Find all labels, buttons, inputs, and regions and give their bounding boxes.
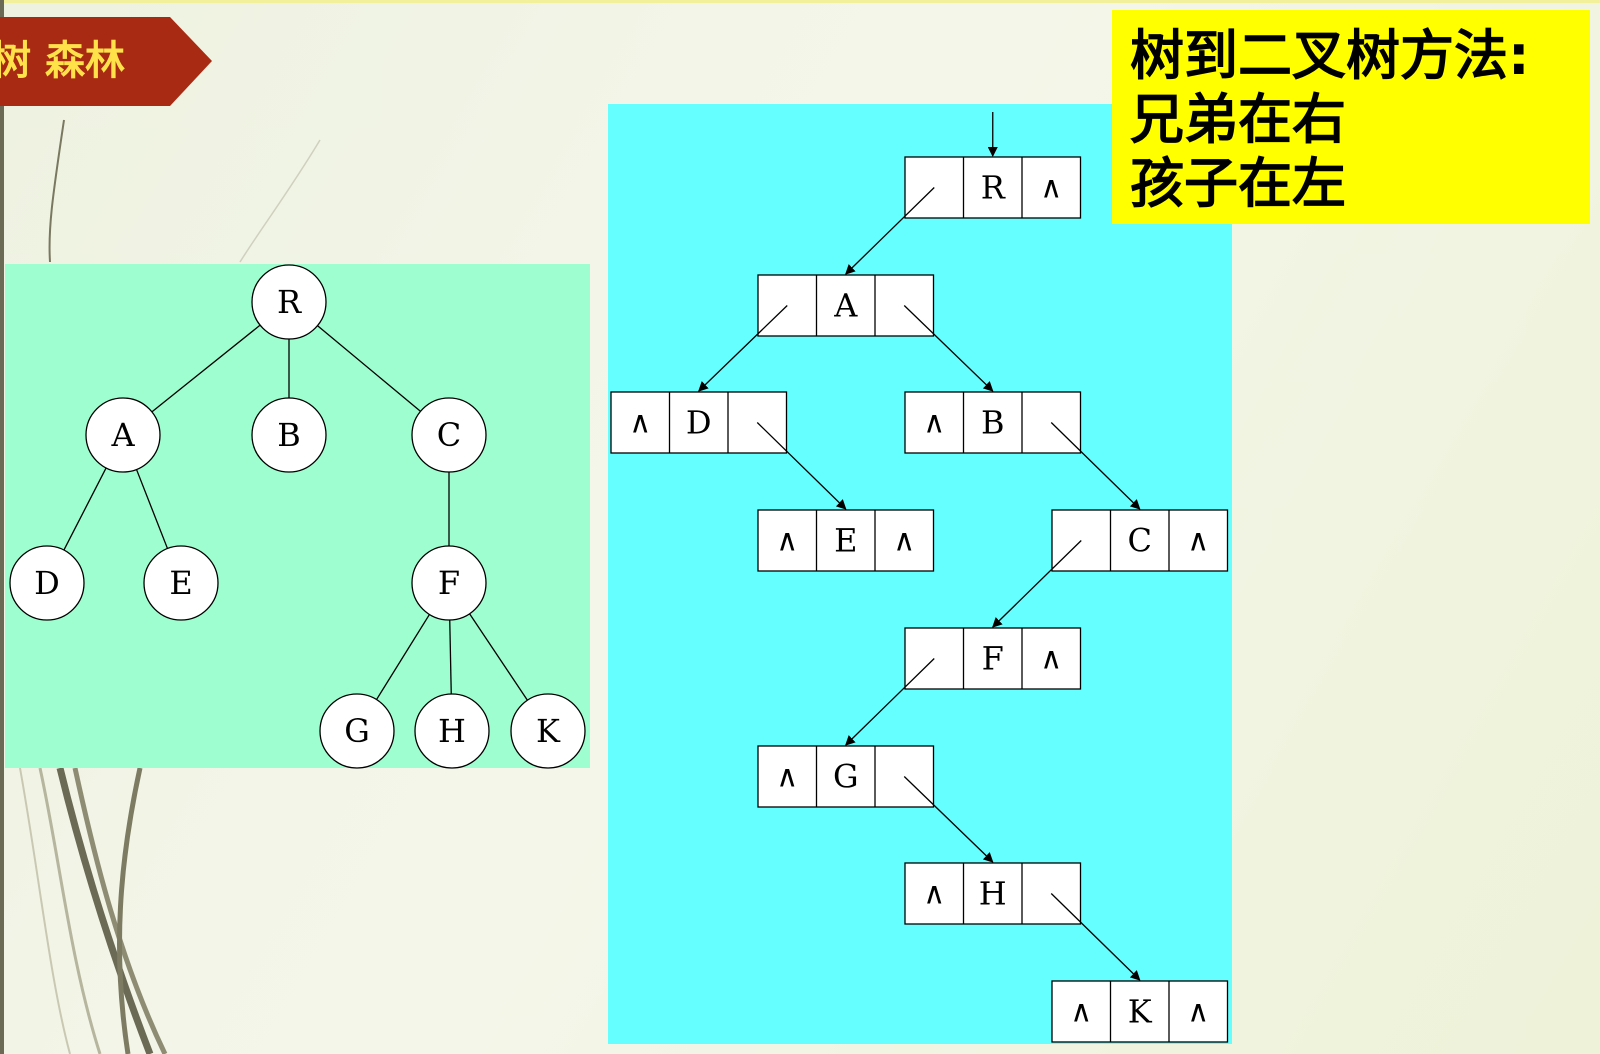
tree-node-label-a: A xyxy=(110,416,135,454)
general-tree-panel xyxy=(5,264,590,768)
tree-node-g xyxy=(319,693,395,769)
tree-node-r xyxy=(251,264,327,340)
tree-node-d xyxy=(9,545,85,621)
binary-node-k xyxy=(1051,980,1229,1043)
binary-node-data-f: F xyxy=(982,640,1004,678)
binary-node-e xyxy=(757,509,935,572)
tree-edge-r-c xyxy=(317,325,421,412)
pointer-arrow-f-left-g xyxy=(845,658,935,746)
tree-node-k xyxy=(510,693,586,769)
pointer-arrow-r-left-a xyxy=(845,187,935,275)
general-tree: R A B C D E F G H K xyxy=(9,264,586,769)
pointer-arrow-a-left-d xyxy=(698,305,788,392)
binary-node-data-a: A xyxy=(833,287,858,325)
null-pointer-left-b: ∧ xyxy=(923,406,945,441)
tree-edge-f-h xyxy=(449,619,452,695)
tree-node-label-h: H xyxy=(438,712,466,750)
pointer-arrow-c-left-f xyxy=(992,540,1082,628)
binary-node-data-g: G xyxy=(833,758,859,796)
tree-node-label-c: C xyxy=(437,416,461,454)
null-pointer-left-g: ∧ xyxy=(776,760,798,795)
tree-node-a xyxy=(85,397,161,473)
null-pointer-left-e: ∧ xyxy=(776,524,798,559)
tree-node-label-g: G xyxy=(344,712,370,750)
null-pointer-left-h: ∧ xyxy=(923,877,945,912)
null-pointer-right-r: ∧ xyxy=(1040,171,1062,206)
tree-node-label-b: B xyxy=(277,416,301,454)
tree-node-e xyxy=(143,545,219,621)
tree-node-label-d: D xyxy=(34,564,60,602)
null-pointer-left-k: ∧ xyxy=(1070,995,1092,1030)
tree-node-label-e: E xyxy=(169,564,192,602)
tree-edge-a-d xyxy=(63,467,107,551)
null-pointer-right-f: ∧ xyxy=(1040,642,1062,677)
pointer-arrow-g-right-h xyxy=(903,776,994,863)
tree-node-h xyxy=(414,693,490,769)
binary-node-data-c: C xyxy=(1128,522,1152,560)
tree-node-label-r: R xyxy=(277,283,302,321)
tree-node-c xyxy=(411,397,487,473)
null-pointer-left-d: ∧ xyxy=(629,406,651,441)
null-pointer-right-e: ∧ xyxy=(893,524,915,559)
tree-edge-f-g xyxy=(375,614,431,700)
tree-edge-a-e xyxy=(135,469,169,549)
pointer-arrow-d-right-e xyxy=(756,422,847,510)
null-pointer-right-c: ∧ xyxy=(1187,524,1209,559)
callout-line-method: 树到二叉树方法: xyxy=(1130,24,1530,87)
tree-node-f xyxy=(411,545,487,621)
tree-edge-r-a xyxy=(151,324,261,413)
tree-node-b xyxy=(251,397,327,473)
pointer-arrow-b-right-c xyxy=(1050,422,1141,510)
left-edge-bar xyxy=(0,0,4,1054)
binary-node-data-e: E xyxy=(834,522,857,560)
pointer-arrow-h-right-k xyxy=(1050,893,1141,981)
binary-node-data-r: R xyxy=(981,169,1006,207)
tree-node-label-f: F xyxy=(438,564,460,602)
binary-node-data-k: K xyxy=(1128,993,1153,1031)
section-banner-title: 树 森林 xyxy=(0,38,125,84)
pointer-arrow-a-right-b xyxy=(903,305,994,392)
method-callout: 树到二叉树方法: 兄弟在右 孩子在左 xyxy=(1112,10,1590,224)
top-strip xyxy=(0,0,1600,3)
callout-line-sibling-right: 兄弟在右 xyxy=(1130,88,1346,151)
tree-edge-f-k xyxy=(469,613,528,701)
binary-node-data-b: B xyxy=(981,404,1005,442)
null-pointer-right-k: ∧ xyxy=(1187,995,1209,1030)
tree-node-label-k: K xyxy=(536,712,561,750)
binary-node-data-d: D xyxy=(686,404,712,442)
section-banner xyxy=(0,17,212,106)
binary-node-data-h: H xyxy=(979,875,1007,913)
binary-linked-tree: R ∧ A D ∧ B ∧ E ∧ ∧ C ∧ F ∧ G ∧ H ∧ K ∧ ∧ xyxy=(610,112,1229,1043)
callout-line-child-left: 孩子在左 xyxy=(1130,152,1346,215)
